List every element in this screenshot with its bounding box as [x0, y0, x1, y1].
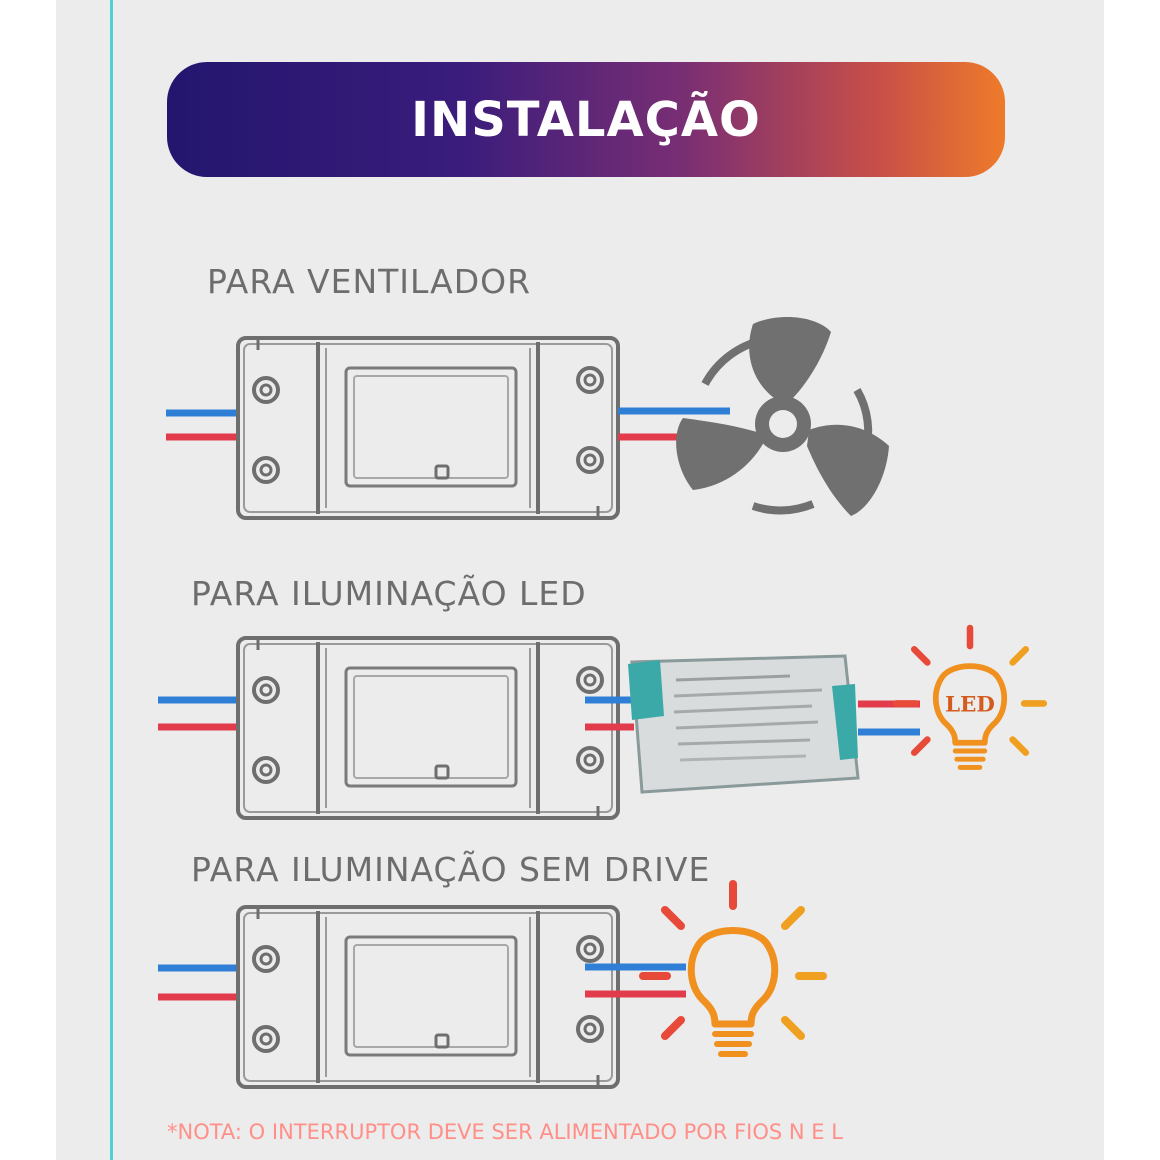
led-row: LED: [158, 628, 1044, 820]
smart-switch-module: [236, 336, 620, 520]
panel-accent-line: [110, 0, 113, 1160]
direct-row: [158, 884, 823, 1089]
fan-row: [166, 317, 889, 520]
title-banner: INSTALAÇÃO: [167, 62, 1005, 177]
bulb-led-text: LED: [945, 693, 995, 718]
section-label-fan: PARA VENTILADOR: [207, 262, 532, 301]
banner-title: INSTALAÇÃO: [411, 91, 761, 148]
smart-switch-module: [236, 905, 620, 1089]
fan-icon: [676, 317, 889, 516]
smart-switch-module: [236, 636, 620, 820]
led-driver-icon: [628, 654, 860, 794]
section-label-direct: PARA ILUMINAÇÃO SEM DRIVE: [191, 850, 711, 889]
installation-note: *NOTA: O INTERRUPTOR DEVE SER ALIMENTADO…: [167, 1120, 843, 1144]
section-label-led: PARA ILUMINAÇÃO LED: [191, 574, 587, 613]
led-bulb-icon: LED: [896, 628, 1044, 767]
